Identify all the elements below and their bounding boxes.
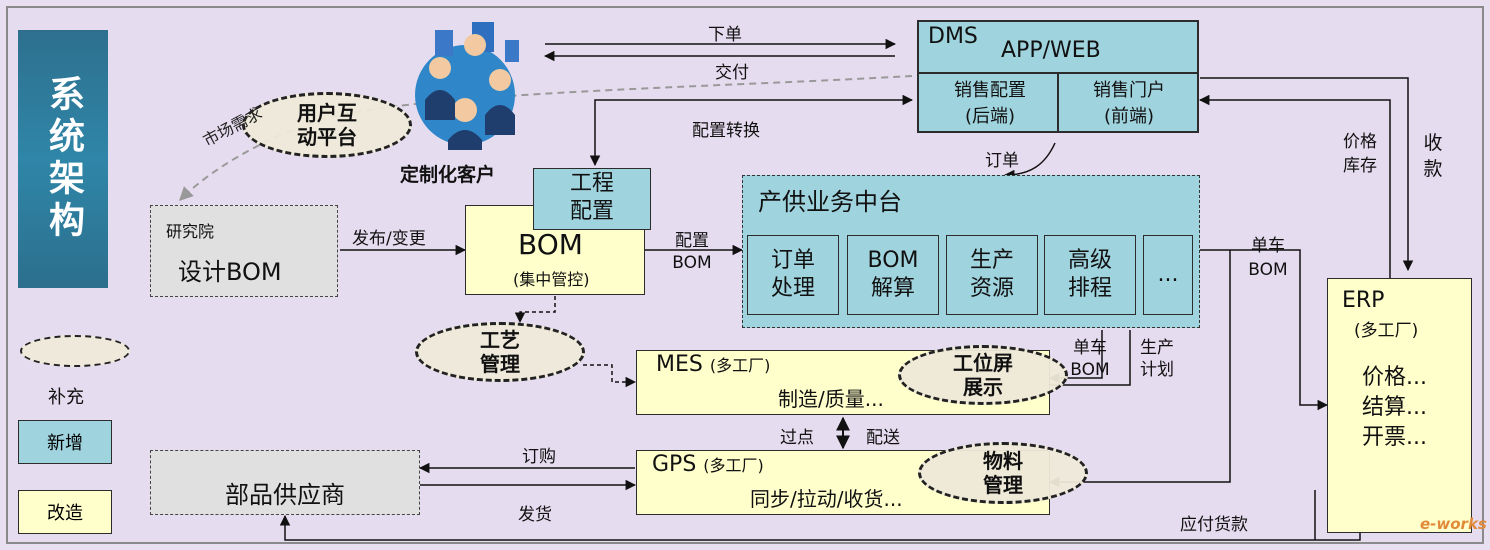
research-box (150, 205, 338, 297)
supplier-box (150, 450, 420, 515)
legend-added: 新增 (18, 420, 112, 464)
label-config-convert: 配置转换 (692, 121, 760, 141)
platform-item-schedule: 高级排程 (1044, 235, 1136, 315)
label-payable: 应付货款 (1180, 515, 1248, 535)
mes-name: MES (多工厂) (656, 352, 771, 377)
mes-desc: 制造/质量... (778, 387, 884, 411)
research-main: 设计BOM (178, 258, 282, 286)
erp-multi: (多工厂) (1354, 321, 1419, 341)
platform-item-order: 订单处理 (747, 235, 839, 315)
erp-name: ERP (1342, 288, 1385, 313)
legend-supplement-ellipse (20, 335, 130, 367)
dms-sales-config: 销售配置(后端) (954, 80, 1026, 127)
arrow-market-demand (179, 75, 913, 201)
user-platform-ellipse: 用户互动平台 (242, 92, 412, 158)
arrow-platform-gps (1048, 250, 1231, 488)
label-receive-payment: 收款 (1423, 132, 1443, 180)
material-mgmt-ellipse: 物料管理 (918, 442, 1088, 504)
platform-item-more: ... (1143, 235, 1193, 315)
legend-modified: 改造 (18, 490, 112, 534)
customer-label: 定制化客户 (400, 164, 496, 186)
station-screen-ellipse: 工位屏展示 (898, 345, 1068, 405)
user-platform-line2: 动平台 (297, 125, 357, 149)
label-checkpoint: 过点 (780, 428, 814, 448)
arrow-price-stock (1198, 94, 1391, 278)
gps-name: GPS (多工厂) (652, 452, 764, 477)
arrow-plan-mes (1050, 330, 1131, 386)
bom-sub: (集中管控) (513, 270, 590, 289)
label-purchase: 订购 (522, 447, 556, 467)
platform-item-resource: 生产资源 (946, 235, 1038, 315)
dms-vdivider (1057, 72, 1059, 133)
dms-name: DMS (928, 24, 978, 49)
arrow-receive-payment (1200, 77, 1414, 272)
label-order: 订单 (985, 151, 1019, 171)
arrow-process-mes (583, 364, 637, 388)
gps-desc: 同步/拉动/收货... (750, 487, 903, 511)
bom-main: BOM (518, 228, 583, 261)
arrow-order (1003, 142, 1056, 181)
engineering-config-label: 工程配置 (569, 171, 614, 224)
middle-platform-title: 产供业务中台 (758, 188, 902, 216)
label-distribute: 配送 (866, 428, 900, 448)
arrow-config-convert (589, 94, 914, 167)
process-mgmt-ellipse: 工艺管理 (415, 322, 585, 382)
erp-functions: 价格...结算...开票... (1362, 365, 1427, 450)
research-label: 研究院 (166, 222, 215, 241)
erp-box (1327, 278, 1472, 533)
label-order-place: 下单 (708, 25, 742, 45)
label-prod-plan: 生产计划 (1140, 338, 1174, 380)
label-publish-change: 发布/变更 (352, 229, 426, 249)
arrow-bom-process (514, 296, 556, 324)
arrow-payable (279, 514, 1361, 541)
arrow-platform-erp (1200, 249, 1329, 411)
supplier-label: 部品供应商 (225, 481, 345, 509)
label-price-stock: 价格库存 (1343, 132, 1377, 176)
dms-sales-portal: 销售门户(前端) (1093, 80, 1165, 127)
user-platform-line1: 用户互 (297, 101, 357, 125)
side-title: 系统架构 (18, 30, 108, 288)
label-deliver: 交付 (715, 63, 749, 83)
engineering-config-box (533, 168, 651, 230)
watermark-logo: e-works (1420, 515, 1487, 533)
label-ship: 发货 (518, 505, 552, 525)
legend-supplement-label: 补充 (48, 387, 84, 408)
dms-sub: APP/WEB (1001, 38, 1101, 63)
